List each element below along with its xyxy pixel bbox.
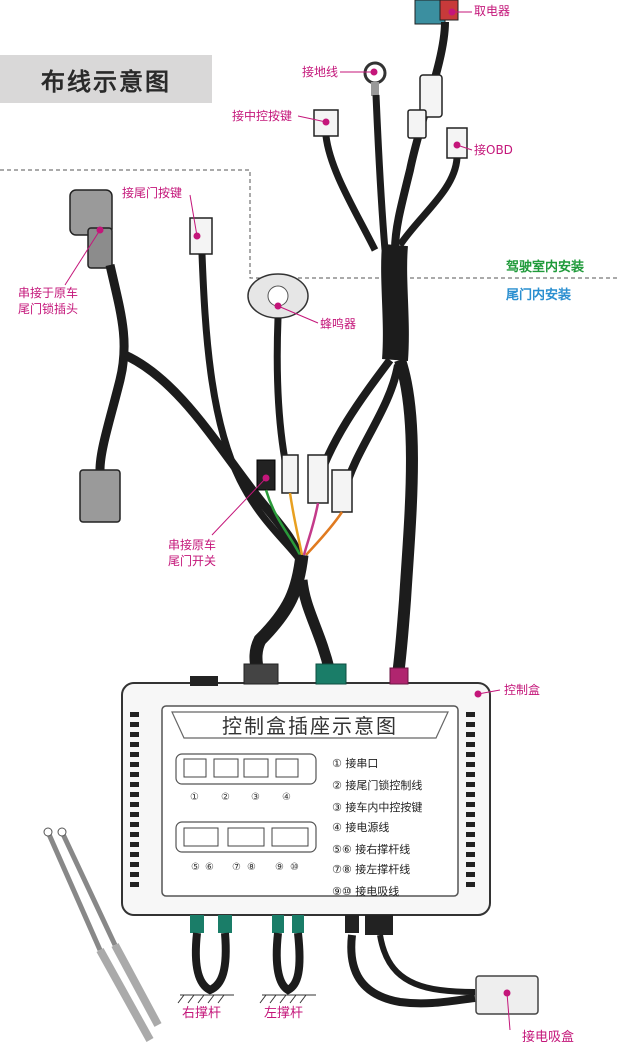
- tailgate-lock-socket: [79, 469, 121, 523]
- tailgate-button-plug: [189, 217, 213, 255]
- vent-slot: [466, 722, 475, 727]
- power-cable: [392, 358, 418, 676]
- vent-slot: [466, 832, 475, 837]
- vent-slot: [130, 782, 139, 787]
- gas-strut-left: [43, 827, 154, 1042]
- vent-slot: [466, 782, 475, 787]
- vent-slot: [130, 822, 139, 827]
- vent-slot: [130, 732, 139, 737]
- vent-slot: [466, 852, 475, 857]
- vent-slot: [466, 822, 475, 827]
- buzzer-label: 蜂鸣器: [320, 317, 357, 331]
- vent-slot: [130, 812, 139, 817]
- vent-slot: [130, 832, 139, 837]
- switch-label-1: 串接原车: [168, 538, 217, 552]
- power-tap-plug: [419, 74, 443, 118]
- vent-slot: [466, 742, 475, 747]
- vent-slot: [466, 872, 475, 877]
- legend-item: ③ 接车内中控按键: [332, 801, 423, 814]
- center-button-label: 接中控按键: [232, 109, 293, 123]
- lock-plug-label-1: 串接于原车: [18, 286, 79, 300]
- lock-plug-label-2: 尾门锁插头: [18, 302, 79, 316]
- legend-item: ⑨⑩ 接电吸线: [332, 885, 400, 898]
- ground-label: 接地线: [302, 65, 339, 79]
- vent-slot: [466, 732, 475, 737]
- vent-slot: [466, 762, 475, 767]
- diagram-title: 布线示意图: [41, 67, 171, 96]
- cb-connector-black: [243, 663, 279, 685]
- vent-slot: [466, 752, 475, 757]
- cabin-zone-label: 驾驶室内安装: [506, 260, 585, 275]
- tailgate-lock-plug: [69, 189, 113, 269]
- port-number: ⑦: [232, 862, 241, 873]
- vent-slot: [130, 852, 139, 857]
- diagram-title-banner: 布线示意图: [0, 55, 212, 103]
- main-trunk-cable: [381, 243, 409, 361]
- suction-connector: [365, 915, 393, 935]
- install-zone-divider: [0, 169, 620, 279]
- tailgate-button-label: 接尾门按键: [122, 186, 183, 200]
- vent-slot: [130, 762, 139, 767]
- vent-slot: [130, 712, 139, 717]
- port-number: ③: [251, 792, 260, 803]
- vent-slot: [130, 802, 139, 807]
- vent-slot: [130, 722, 139, 727]
- vent-slots-right: [466, 712, 475, 887]
- vent-slot: [466, 862, 475, 867]
- center-button-plug: [313, 109, 339, 137]
- ground-ring: [363, 61, 387, 96]
- power-tap-label: 取电器: [474, 4, 511, 18]
- vent-slot: [130, 882, 139, 887]
- control-box: [121, 663, 491, 916]
- vent-slot: [466, 712, 475, 717]
- control-box-label: 控制盒: [504, 683, 541, 697]
- port-number: ①: [190, 792, 199, 803]
- vent-slot: [130, 742, 139, 747]
- vent-slot: [466, 802, 475, 807]
- suction-box-label: 接电吸盒: [522, 1030, 575, 1045]
- obd-label: 接OBD: [474, 143, 513, 157]
- port-number: ④: [282, 792, 291, 803]
- port-number: ②: [221, 792, 230, 803]
- port-number: ⑩: [290, 862, 299, 873]
- cb-connector-pink: [389, 667, 409, 685]
- legend-item: ④ 接电源线: [332, 821, 390, 834]
- port-number: ⑨: [275, 862, 284, 873]
- power-tap-cable: [391, 21, 449, 251]
- vent-slot: [466, 792, 475, 797]
- port-number: ⑤: [191, 862, 200, 873]
- vent-slot: [130, 752, 139, 757]
- right-strut-label: 右撑杆: [182, 1006, 222, 1021]
- legend-item: ⑦⑧ 接左撑杆线: [332, 863, 411, 876]
- vent-slot: [130, 792, 139, 797]
- vent-slot: [466, 772, 475, 777]
- vent-slot: [130, 872, 139, 877]
- vent-slot: [466, 812, 475, 817]
- legend-item: ⑤⑥ 接右撑杆线: [332, 843, 411, 856]
- vent-slots-left: [130, 712, 139, 887]
- port-number: ⑥: [205, 862, 214, 873]
- socket-panel-title: 控制盒插座示意图: [222, 714, 398, 738]
- vent-slot: [466, 882, 475, 887]
- vent-slot: [466, 842, 475, 847]
- vent-slot: [130, 842, 139, 847]
- tailgate-zone-label: 尾门内安装: [506, 288, 572, 303]
- buzzer-device: [247, 273, 309, 319]
- gas-strut-right: [57, 827, 162, 1027]
- vent-slot: [130, 772, 139, 777]
- legend-item: ① 接串口: [332, 757, 379, 770]
- legend-item: ② 接尾门锁控制线: [332, 779, 423, 792]
- port-number: ⑧: [247, 862, 256, 873]
- vent-slot: [130, 862, 139, 867]
- switch-label-2: 尾门开关: [168, 554, 217, 568]
- left-strut-label: 左撑杆: [264, 1006, 304, 1021]
- cb-connector-teal: [315, 663, 347, 685]
